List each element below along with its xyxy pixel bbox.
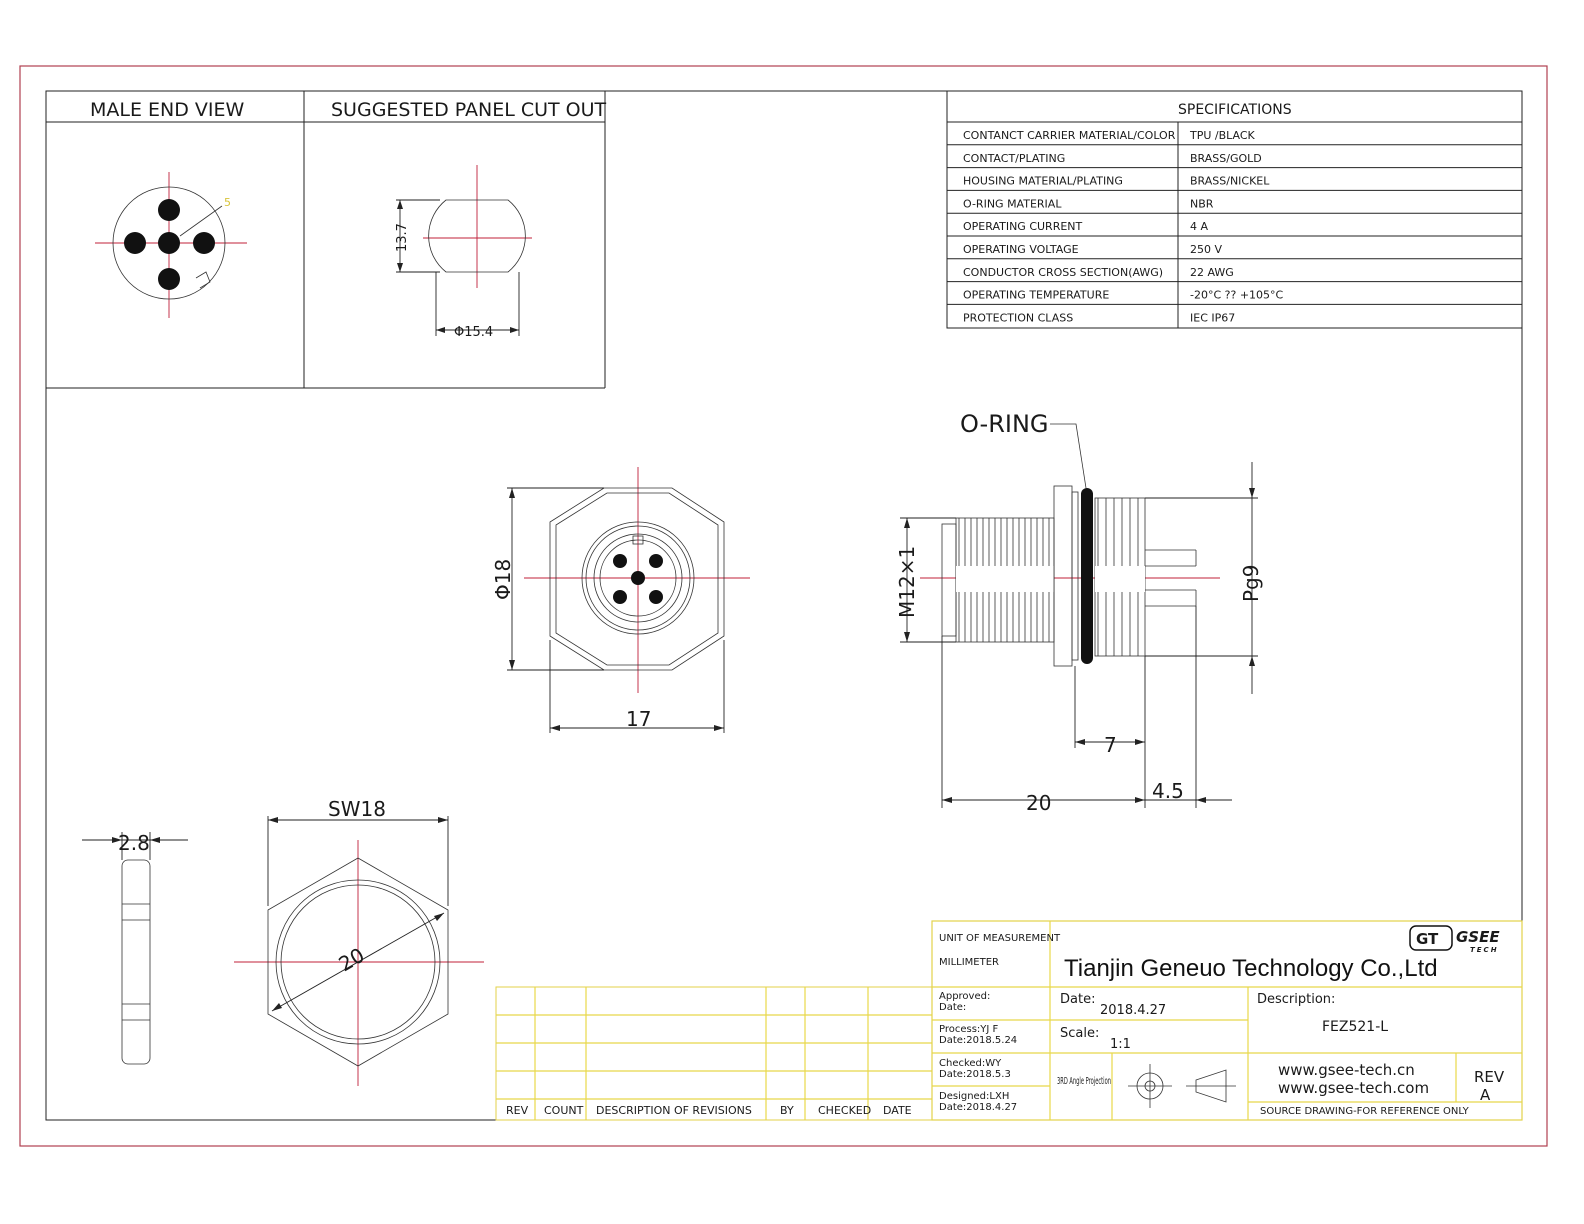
process-date: Date:2018.5.24 — [939, 1035, 1017, 1046]
spec-label: OPERATING CURRENT — [963, 220, 1083, 233]
panel-dim-height: 13.7 — [395, 223, 410, 252]
nut-sw-dim: SW18 — [328, 797, 386, 821]
website-1: www.gsee-tech.cn — [1278, 1061, 1415, 1079]
panel-cutout-title: SUGGESTED PANEL CUT OUT — [331, 99, 607, 121]
logo-sub: TECH — [1470, 946, 1499, 954]
panel-cutout-view: 13.7 Φ15.4 — [395, 165, 532, 340]
nut-front-view: 20 SW18 — [234, 797, 484, 1086]
approved-label: Approved: — [939, 991, 990, 1002]
rev-value: A — [1480, 1086, 1491, 1104]
thread-dim: M12×1 — [895, 546, 919, 618]
rev-label: REV — [1474, 1068, 1505, 1086]
projection-label: 3RD Angle Projection — [1057, 1076, 1111, 1087]
len-7-dim: 7 — [1104, 733, 1117, 757]
nut-diameter-dim: 20 — [335, 943, 369, 977]
spec-value: IEC IP67 — [1190, 311, 1235, 324]
front-view: Φ18 17 — [491, 467, 750, 733]
rev-col-date: DATE — [883, 1104, 912, 1117]
spec-label: OPERATING TEMPERATURE — [963, 289, 1109, 302]
spec-value: BRASS/GOLD — [1190, 152, 1262, 165]
designed-date: Date:2018.4.27 — [939, 1102, 1017, 1113]
panel-dim-diameter: Φ15.4 — [454, 325, 493, 340]
front-dim-diameter: Φ18 — [491, 559, 515, 600]
company-name: Tianjin Geneuo Technology Co.,Ltd — [1064, 955, 1438, 982]
approved-date: Date: — [939, 1002, 966, 1013]
rev-col-description: DESCRIPTION OF REVISIONS — [596, 1104, 752, 1117]
scale-label: Scale: — [1060, 1026, 1099, 1041]
male-end-view: 5 — [95, 172, 247, 318]
checked-date: Date:2018.5.3 — [939, 1069, 1011, 1080]
spec-value: 250 V — [1190, 243, 1222, 256]
spec-label: PROTECTION CLASS — [963, 311, 1073, 324]
pin-label: 5 — [224, 196, 231, 209]
spec-value: 22 AWG — [1190, 266, 1234, 279]
unit-value: MILLIMETER — [939, 957, 999, 968]
logo-gt: GT — [1416, 930, 1439, 948]
process-label: Process:YJ F — [939, 1024, 999, 1035]
projection-symbol — [1128, 1064, 1236, 1108]
spec-value: NBR — [1190, 197, 1214, 210]
spec-value: -20°C ?? +105°C — [1190, 289, 1284, 302]
title-block: UNIT OF MEASUREMENT MILLIMETER Tianjin G… — [931, 920, 1523, 1121]
rev-col-by: BY — [780, 1104, 794, 1117]
description-value: FEZ521-L — [1322, 1019, 1388, 1035]
spec-value: BRASS/NICKEL — [1190, 175, 1270, 188]
nut-thickness-dim: 2.8 — [118, 831, 150, 855]
rev-col-checked: CHECKED — [818, 1104, 871, 1117]
spec-label: CONTACT/PLATING — [963, 152, 1065, 165]
rev-col-count: COUNT — [544, 1104, 584, 1117]
logo-name: GSEE — [1456, 928, 1500, 946]
spec-label: HOUSING MATERIAL/PLATING — [963, 175, 1123, 188]
spec-label: CONDUCTOR CROSS SECTION(AWG) — [963, 266, 1163, 279]
scale-value: 1:1 — [1110, 1037, 1131, 1052]
spec-label: CONTANCT CARRIER MATERIAL/COLOR — [963, 129, 1176, 142]
spec-value: TPU /BLACK — [1189, 129, 1256, 142]
revision-table: REV COUNT DESCRIPTION OF REVISIONS BY CH… — [495, 986, 933, 1121]
spec-value: 4 A — [1190, 220, 1208, 233]
male-end-view-title: MALE END VIEW — [90, 99, 245, 121]
designed-label: Designed:LXH — [939, 1091, 1009, 1102]
gsee-logo: GT GSEE TECH — [1409, 925, 1500, 954]
side-view: O-RING M12×1 Pg9 7 20 4.5 — [895, 410, 1263, 815]
outer-border — [19, 65, 1548, 1147]
unit-label: UNIT OF MEASUREMENT — [939, 933, 1061, 944]
spec-label: O-RING MATERIAL — [963, 197, 1062, 210]
description-label: Description: — [1257, 992, 1335, 1007]
rev-col-rev: REV — [506, 1104, 529, 1117]
spec-title: SPECIFICATIONS — [1178, 102, 1292, 118]
front-dim-width: 17 — [626, 707, 651, 731]
checked-label: Checked:WY — [939, 1058, 1002, 1069]
specifications-table: SPECIFICATIONS CONTANCT CARRIER MATERIAL… — [946, 90, 1523, 329]
view-boxes: MALE END VIEW SUGGESTED PANEL CUT OUT — [46, 91, 607, 389]
website-2: www.gsee-tech.com — [1278, 1079, 1429, 1097]
spec-label: OPERATING VOLTAGE — [963, 243, 1079, 256]
source-note: SOURCE DRAWING-FOR REFERENCE ONLY — [1260, 1106, 1470, 1117]
date-value: 2018.4.27 — [1100, 1003, 1166, 1018]
oring-label: O-RING — [960, 410, 1049, 438]
len-45-dim: 4.5 — [1152, 779, 1184, 803]
pg-dim: Pg9 — [1239, 565, 1263, 602]
len-20-dim: 20 — [1026, 791, 1051, 815]
date-label: Date: — [1060, 992, 1095, 1007]
nut-side-view: 2.8 — [82, 831, 188, 1065]
